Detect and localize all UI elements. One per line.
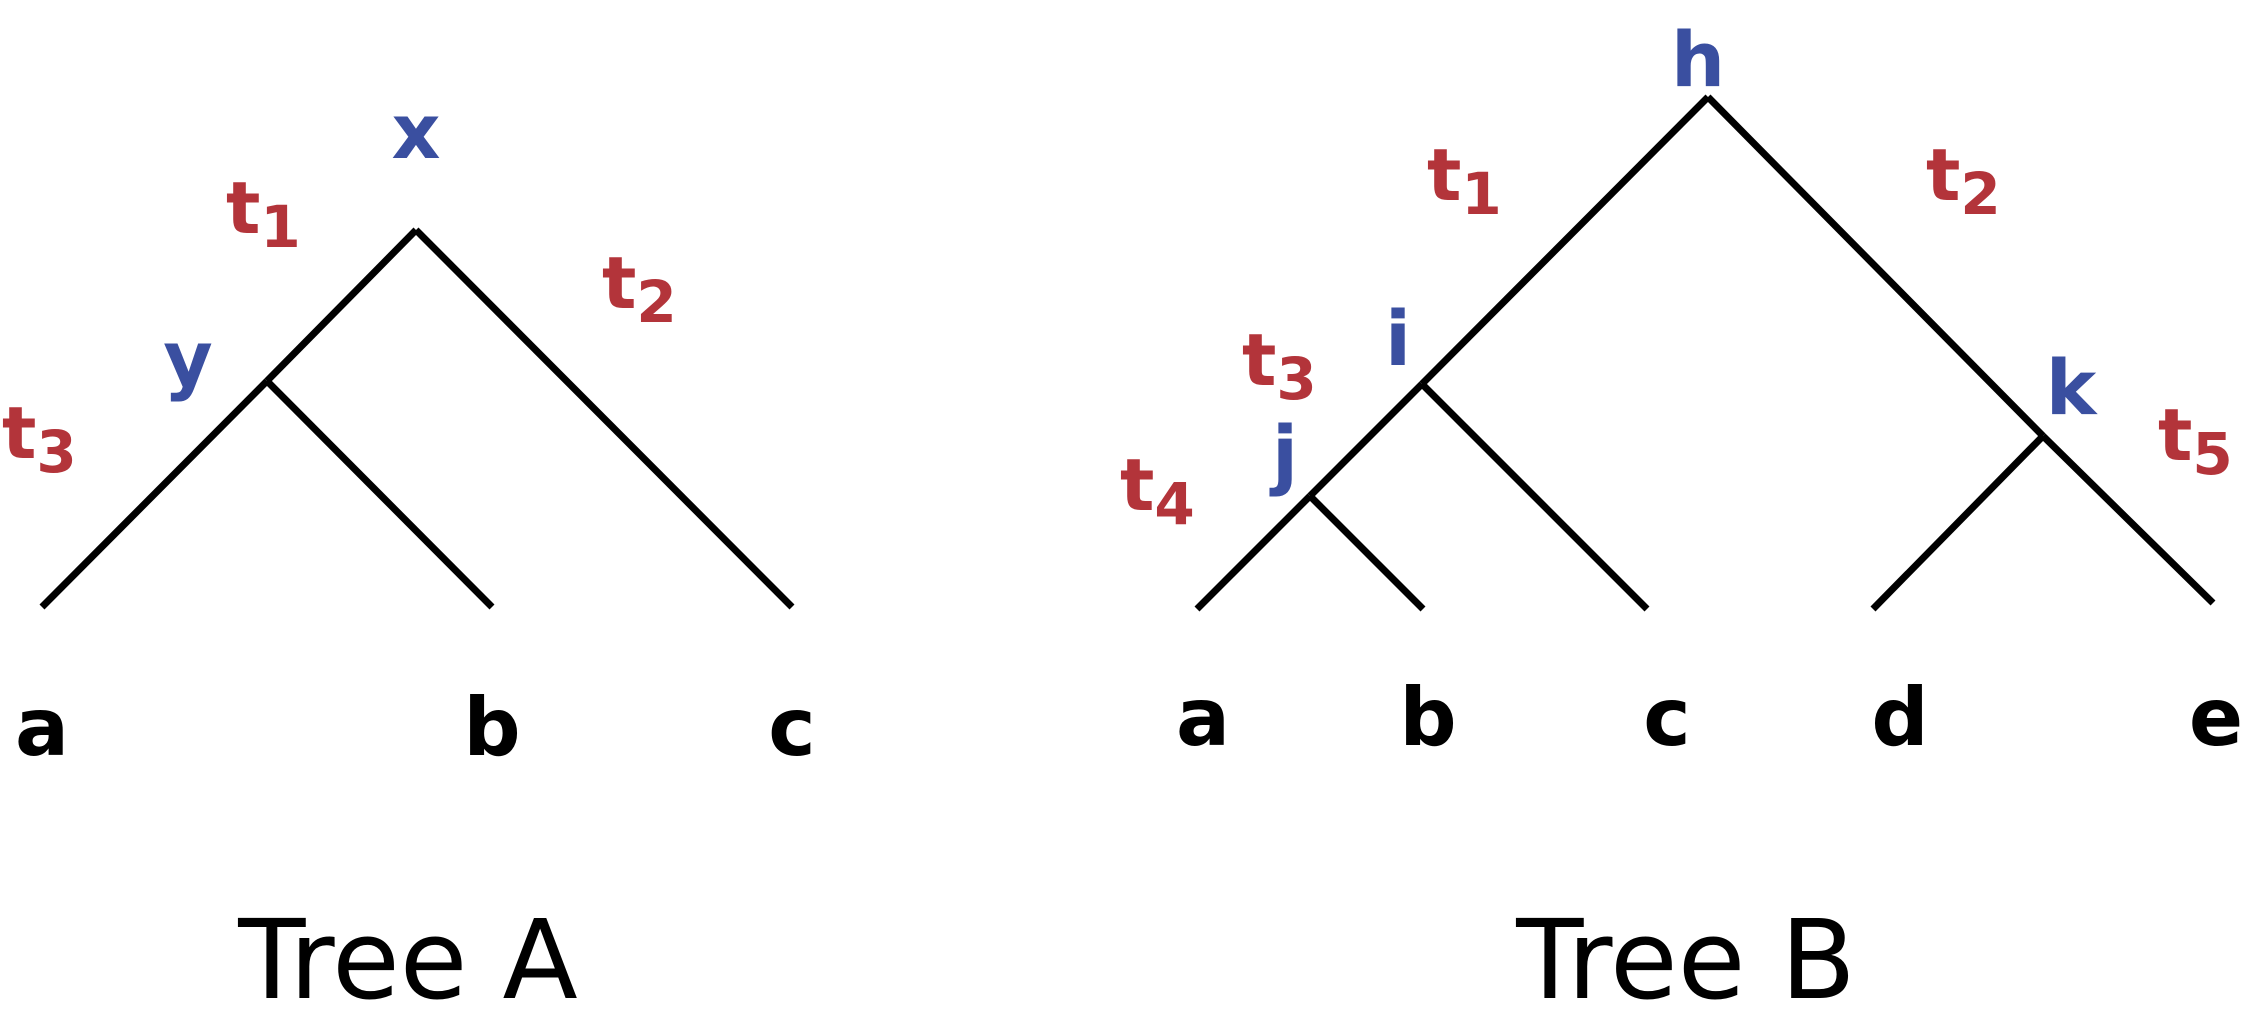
- tree-a-edge-x-y: [264, 227, 419, 384]
- tree-b-time-t3-base: t: [1242, 318, 1276, 402]
- tree-b: a b c d e h i j k t1 t2 t3 t4 t5 Tree B: [1120, 15, 2242, 1024]
- tree-b-time-t2: t2: [1926, 133, 2001, 228]
- tree-b-leaf-d: d: [1871, 671, 1928, 764]
- tree-b-time-t5-base: t: [2158, 393, 2192, 477]
- tree-a-time-t1: t1: [226, 166, 301, 261]
- tree-a-title: Tree A: [237, 896, 577, 1024]
- tree-b-leaf-b: b: [1399, 671, 1456, 764]
- tree-a-edge-x-c: [413, 227, 795, 610]
- tree-b-edge-j-b: [1307, 493, 1426, 612]
- tree-a-time-t1-base: t: [226, 166, 260, 250]
- tree-b-node-k: k: [2046, 343, 2098, 432]
- tree-b-leaves: a b c d e: [1176, 671, 2242, 764]
- tree-b-node-i: i: [1385, 294, 1411, 383]
- tree-a-node-y: y: [163, 314, 213, 403]
- tree-b-internal-nodes: h i j k: [1269, 15, 2098, 498]
- tree-b-edge-i-c: [1419, 381, 1650, 612]
- tree-b-time-t5: t5: [2158, 393, 2233, 488]
- tree-b-time-t1: t1: [1427, 133, 1502, 228]
- tree-a-time-t2: t2: [602, 241, 677, 336]
- tree-a-leaf-c: c: [768, 681, 815, 774]
- tree-b-edge-k-d: [1870, 433, 2046, 612]
- tree-b-edge-h-k: [1705, 94, 2046, 439]
- tree-b-time-t3: t3: [1242, 318, 1317, 413]
- tree-b-title: Tree B: [1515, 896, 1856, 1024]
- tree-b-time-t2-base: t: [1926, 133, 1960, 217]
- tree-a-edge-y-a: [39, 378, 270, 610]
- tree-a-leaves: a b c: [15, 681, 816, 774]
- tree-b-leaf-e: e: [2189, 671, 2242, 764]
- tree-a-edge-y-b: [264, 378, 495, 610]
- tree-b-time-t4-base: t: [1120, 443, 1154, 527]
- tree-a-leaf-a: a: [15, 681, 69, 774]
- tree-b-time-t4: t4: [1120, 443, 1195, 538]
- tree-a-time-t3: t3: [2, 391, 77, 486]
- tree-b-time-t1-sub: 1: [1461, 160, 1501, 228]
- tree-b-time-t4-sub: 4: [1154, 470, 1194, 538]
- tree-b-leaf-c: c: [1643, 671, 1690, 764]
- tree-b-time-t2-sub: 2: [1960, 160, 2000, 228]
- tree-b-node-h: h: [1671, 15, 1725, 104]
- tree-b-edge-h-i: [1419, 94, 1711, 387]
- tree-b-edge-k-e: [2040, 433, 2216, 606]
- tree-a-time-t3-base: t: [2, 391, 36, 475]
- tree-a-time-t1-sub: 1: [260, 193, 300, 261]
- tree-a-node-x: x: [391, 87, 440, 176]
- tree-b-edge-i-j: [1307, 381, 1425, 499]
- tree-a-internal-nodes: x y: [163, 87, 440, 403]
- tree-a-edges: [39, 227, 795, 610]
- tree-b-time-t5-sub: 5: [2192, 420, 2232, 488]
- tree-b-time-labels: t1 t2 t3 t4 t5: [1120, 133, 2233, 538]
- tree-b-edge-j-a: [1194, 493, 1313, 612]
- tree-b-time-t1-base: t: [1427, 133, 1461, 217]
- tree-a-time-t2-sub: 2: [636, 268, 676, 336]
- tree-a-leaf-b: b: [463, 681, 520, 774]
- tree-b-leaf-a: a: [1176, 671, 1230, 764]
- tree-a-time-t2-base: t: [602, 241, 636, 325]
- tree-b-edges: [1194, 94, 2216, 612]
- tree-b-node-j: j: [1269, 409, 1298, 498]
- tree-b-time-t3-sub: 3: [1276, 345, 1316, 413]
- tree-a: a b c x y t1 t2 t3 Tree A: [2, 87, 816, 1024]
- tree-a-time-labels: t1 t2 t3: [2, 166, 677, 486]
- tree-a-time-t3-sub: 3: [36, 418, 76, 486]
